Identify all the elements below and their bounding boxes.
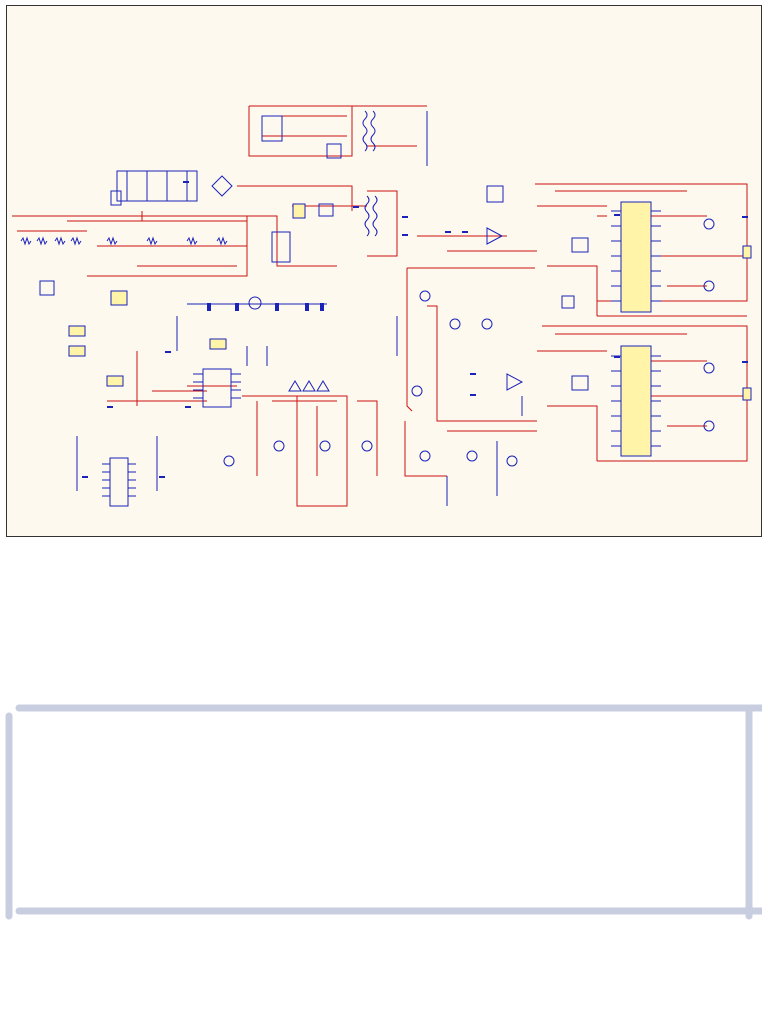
- ic-amplifier-1: [620, 201, 652, 313]
- empty-panel: [5, 704, 762, 920]
- panel-frame-rails: [5, 704, 762, 920]
- schematic-drawing: [12, 105, 752, 507]
- schematic-sheet: [6, 5, 762, 537]
- ic-amplifier-2: [620, 345, 652, 457]
